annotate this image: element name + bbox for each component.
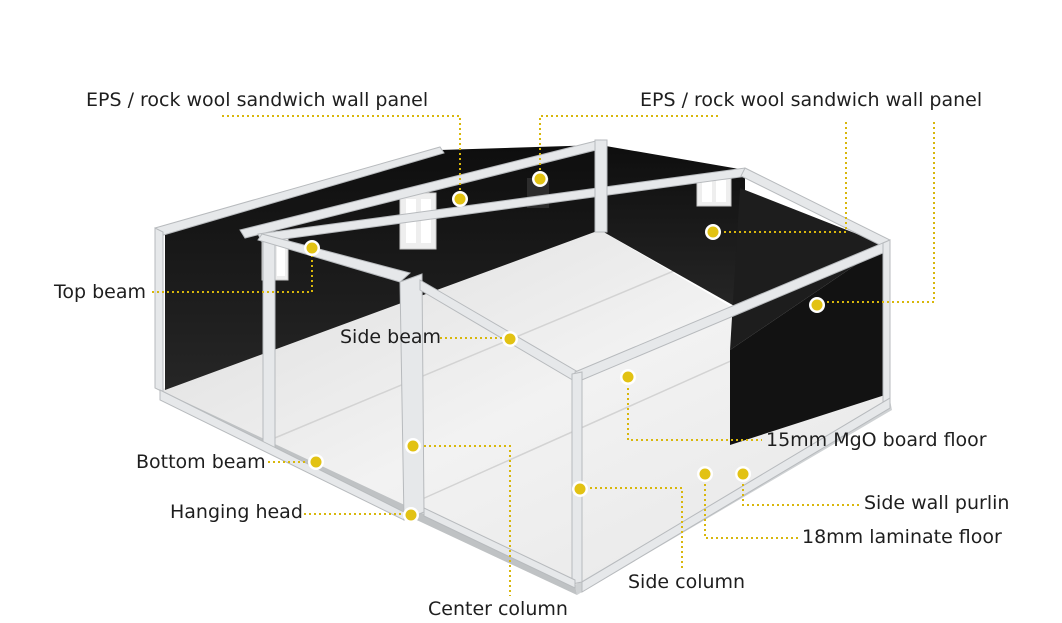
leader-mgo-floor bbox=[627, 378, 762, 441]
label-side-beam: Side beam bbox=[340, 326, 442, 348]
label-top-beam: Top beam bbox=[54, 281, 147, 303]
marker-dot bbox=[572, 481, 588, 497]
marker-dot bbox=[405, 438, 421, 454]
marker-dot bbox=[308, 454, 324, 470]
label-bottom-beam: Bottom beam bbox=[136, 451, 266, 473]
steel-frame bbox=[154, 139, 891, 593]
label-mgo-floor: 15mm MgO board floor bbox=[766, 429, 987, 451]
leader-side-column bbox=[580, 487, 683, 570]
floor-seam bbox=[269, 259, 701, 441]
leader-side-wall-purlin bbox=[742, 474, 862, 506]
marker-dot bbox=[403, 507, 419, 523]
marker-dot bbox=[304, 240, 320, 256]
leader-top-beam bbox=[152, 248, 313, 293]
marker-dot bbox=[697, 466, 713, 482]
leader-center-column bbox=[414, 445, 511, 596]
leader-right-wall bbox=[817, 122, 935, 303]
marker-dot bbox=[809, 297, 825, 313]
marker-dot bbox=[502, 331, 518, 347]
marker-dot bbox=[735, 466, 751, 482]
label-wall-panel-right: EPS / rock wool sandwich wall panel bbox=[640, 89, 983, 111]
marker-dot bbox=[452, 191, 468, 207]
right-side-wall-gable bbox=[730, 188, 885, 350]
label-side-column: Side column bbox=[628, 571, 746, 593]
label-side-wall-purlin: Side wall purlin bbox=[864, 492, 1010, 514]
marker-dot bbox=[705, 224, 721, 240]
leader-wall-panel-right-2 bbox=[714, 122, 847, 233]
marker-dot bbox=[620, 369, 636, 385]
right-side-wall-panel bbox=[730, 245, 885, 445]
label-hanging-head: Hanging head bbox=[170, 501, 303, 523]
marker-dot bbox=[532, 171, 548, 187]
leader-laminate-floor bbox=[704, 474, 798, 539]
label-wall-panel-left: EPS / rock wool sandwich wall panel bbox=[86, 89, 429, 111]
label-center-column: Center column bbox=[428, 598, 568, 620]
label-laminate-floor: 18mm laminate floor bbox=[802, 526, 1002, 548]
